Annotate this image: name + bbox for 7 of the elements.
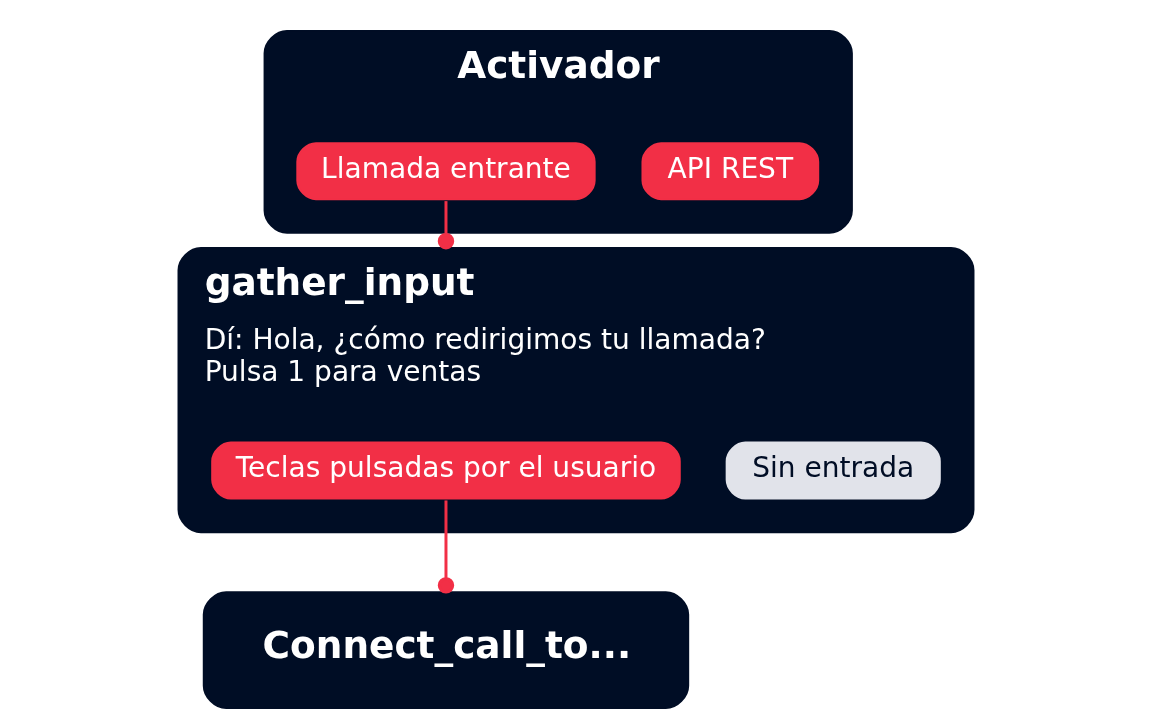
connector: [437, 500, 455, 594]
connector: [437, 201, 455, 250]
node-box: Llamada entrante: [296, 142, 596, 201]
node-box: Sin entrada: [725, 441, 941, 500]
node-box: API REST: [641, 142, 820, 201]
node-box: Teclas pulsadas por el usuario: [211, 441, 681, 500]
node-box: Connect_call_to...: [202, 591, 690, 710]
